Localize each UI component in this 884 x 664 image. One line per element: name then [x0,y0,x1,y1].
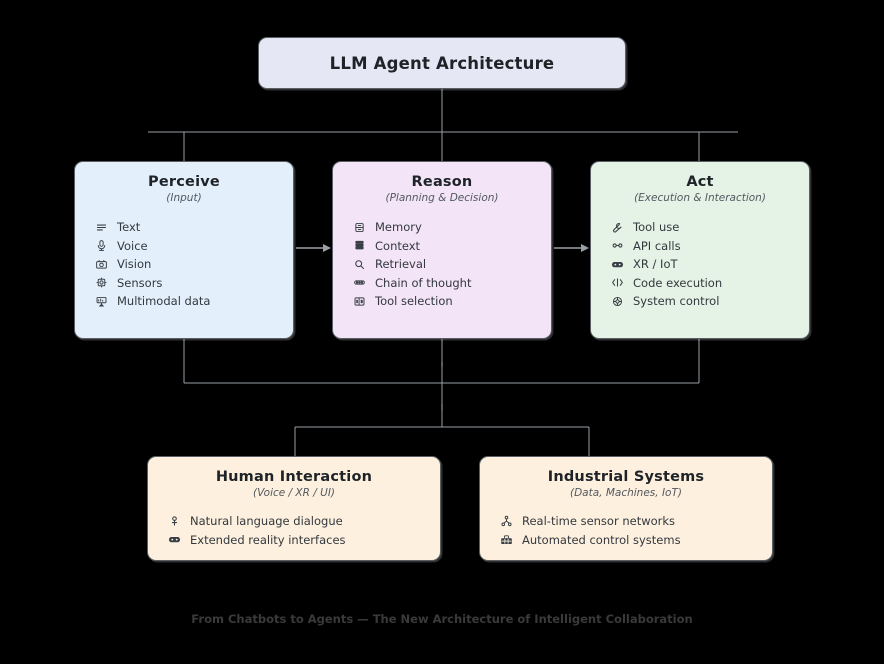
node-llm-agent-architecture[interactable]: LLM Agent Architecture [258,37,626,89]
root-title: LLM Agent Architecture [329,53,555,73]
list-item: Voice [91,237,293,256]
list-item-label: Voice [117,238,148,253]
list-item: Tool use [607,218,809,237]
act-title: Act [686,174,714,190]
arrowhead-perceive-reason [323,244,331,252]
node-industrial-systems[interactable]: Industrial Systems (Data, Machines, IoT)… [479,456,773,561]
reason-title: Reason [411,174,473,190]
tool-panel-icon [349,294,369,308]
database-icon [349,220,369,234]
list-item-label: Real-time sensor networks [522,514,676,529]
list-item: Extended reality interfaces [164,531,440,550]
human-interaction-subtitle: (Voice / XR / UI) [252,487,336,499]
list-item: API calls [607,237,809,256]
list-item: Natural language dialogue [164,512,440,531]
list-item-label: Memory [375,220,422,235]
act-subtitle: (Execution & Interaction) [634,192,766,204]
factory-icon [496,533,516,547]
sensor-network-icon [496,514,516,528]
list-item-label: System control [633,294,720,309]
list-item-label: Chain of thought [375,275,472,290]
perceive-subtitle: (Input) [166,192,202,204]
list-item: Vision [91,255,293,274]
tick-reason-drop [441,362,443,367]
vr-headset-icon [607,257,627,271]
list-item: Text [91,218,293,237]
list-item-label: Vision [117,257,152,272]
industrial-systems-title: Industrial Systems [547,469,705,485]
footer-caption: From Chatbots to Agents — The New Archit… [191,612,693,626]
list-item-label: Retrieval [375,257,427,272]
tick-outcome-drop [441,404,443,410]
node-act[interactable]: Act (Execution & Interaction) Tool use A… [590,161,810,339]
list-item-label: Tool use [633,220,680,235]
list-item-label: Text [117,220,141,235]
wrench-icon [607,220,627,234]
list-item-label: API calls [633,238,681,253]
list-item: Context [349,237,551,256]
list-item: Automated control systems [496,531,772,550]
reason-item-list: Memory Context Retrieval Chain of though… [333,218,551,311]
list-item-label: Natural language dialogue [190,514,343,529]
list-item: Retrieval [349,255,551,274]
sensor-chip-icon [91,276,111,290]
person-icon [164,514,184,528]
magnifier-icon [349,257,369,271]
vr-headset-icon [164,533,184,547]
list-item-label: Extended reality interfaces [190,532,346,547]
camera-icon [91,257,111,271]
list-item-label: Multimodal data [117,294,211,309]
microphone-icon [91,239,111,253]
arrowhead-reason-act [581,244,589,252]
industrial-systems-subtitle: (Data, Machines, IoT) [570,487,682,499]
list-item-label: Context [375,238,421,253]
industrial-systems-item-list: Real-time sensor networks Automated cont… [480,512,772,549]
list-item: Tool selection [349,292,551,311]
gear-globe-icon [607,294,627,308]
list-item: Chain of thought [349,274,551,293]
code-brackets-icon [607,276,627,290]
reason-subtitle: (Planning & Decision) [385,192,499,204]
api-link-icon [607,239,627,253]
list-item: Real-time sensor networks [496,512,772,531]
list-item: Multimodal data [91,292,293,311]
human-interaction-title: Human Interaction [215,469,373,485]
list-item-label: XR / IoT [633,257,678,272]
node-human-interaction[interactable]: Human Interaction (Voice / XR / UI) Natu… [147,456,441,561]
list-item: XR / IoT [607,255,809,274]
text-lines-icon [91,220,111,234]
human-interaction-item-list: Natural language dialogue Extended reali… [148,512,440,549]
list-item: Sensors [91,274,293,293]
node-reason[interactable]: Reason (Planning & Decision) Memory Cont… [332,161,552,339]
perceive-title: Perceive [148,174,220,190]
list-item: Memory [349,218,551,237]
list-item-label: Tool selection [375,294,453,309]
multimodal-data-icon [91,294,111,308]
list-item: System control [607,292,809,311]
node-perceive[interactable]: Perceive (Input) Text Voice Vision [74,161,294,339]
chain-link-icon [349,276,369,290]
list-item: Code execution [607,274,809,293]
act-item-list: Tool use API calls XR / IoT Code executi… [591,218,809,311]
perceive-item-list: Text Voice Vision Sensors [75,218,293,311]
list-item-label: Automated control systems [522,532,681,547]
list-item-label: Sensors [117,275,163,290]
layers-icon [349,239,369,253]
list-item-label: Code execution [633,275,723,290]
